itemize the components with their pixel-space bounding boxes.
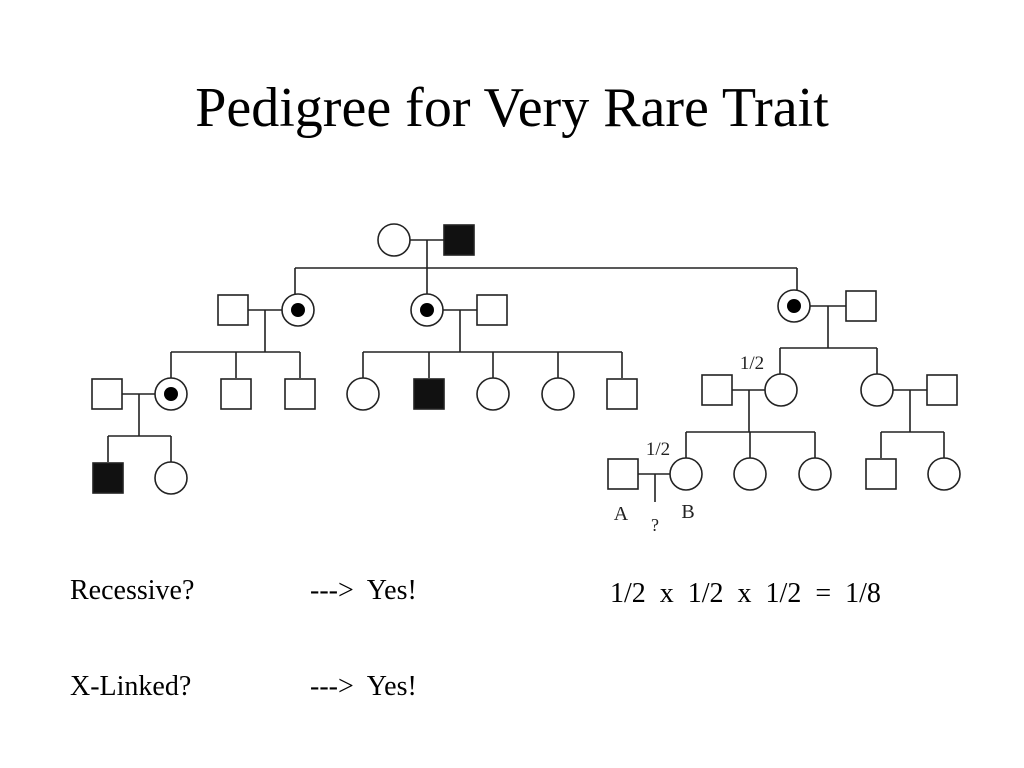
male-affected	[92, 462, 124, 494]
female-unaffected	[476, 377, 510, 411]
male-unaffected	[701, 374, 733, 406]
male-unaffected	[91, 378, 123, 410]
male-unaffected	[284, 378, 316, 410]
answer-recessive: ---> Yes!	[310, 575, 417, 606]
male-unaffected	[845, 290, 877, 322]
question-recessive: Recessive?	[70, 575, 195, 606]
carrier-dot	[164, 387, 178, 401]
male-individual-a	[607, 458, 639, 490]
female-unaffected	[927, 457, 961, 491]
unknown-child-label: ?	[651, 515, 659, 535]
individual-b-label: B	[681, 501, 694, 523]
female-unaffected	[154, 461, 188, 495]
probability-calculation: 1/2 x 1/2 x 1/2 = 1/8	[610, 578, 881, 609]
probability-label-b: 1/2	[646, 439, 670, 460]
carrier-dot	[420, 303, 434, 317]
female-unaffected	[733, 457, 767, 491]
male-unaffected	[476, 294, 508, 326]
slide-title: Pedigree for Very Rare Trait	[195, 77, 829, 139]
female-unaffected	[346, 377, 380, 411]
male-unaffected	[220, 378, 252, 410]
answer-x-linked: ---> Yes!	[310, 671, 417, 702]
male-unaffected	[926, 374, 958, 406]
male-affected	[443, 224, 475, 256]
female-unaffected	[764, 373, 798, 407]
question-x-linked: X-Linked?	[70, 671, 192, 702]
pedigree-chart: 1/2 1/2 A B ?	[91, 223, 961, 535]
male-unaffected	[606, 378, 638, 410]
female-unaffected	[377, 223, 411, 257]
male-affected	[413, 378, 445, 410]
probability-label-mother: 1/2	[740, 353, 764, 374]
female-unaffected	[541, 377, 575, 411]
female-unaffected	[798, 457, 832, 491]
carrier-dot	[787, 299, 801, 313]
female-unaffected	[860, 373, 894, 407]
individual-a-label: A	[614, 503, 629, 525]
male-unaffected	[865, 458, 897, 490]
carrier-dot	[291, 303, 305, 317]
male-unaffected	[217, 294, 249, 326]
female-individual-b	[669, 457, 703, 491]
